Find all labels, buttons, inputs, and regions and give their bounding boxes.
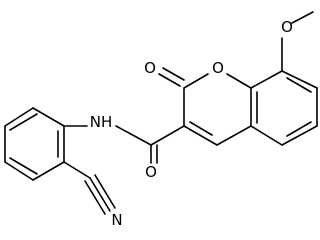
bond-line-33	[63, 161, 91, 179]
bond-line-1	[281, 70, 318, 89]
bond-line-34	[89, 177, 111, 212]
bond-layer	[4, 11, 318, 215]
bond-line-14	[189, 121, 213, 136]
methoxy-oxygen-label: O	[281, 18, 293, 36]
bond-line-27	[4, 161, 34, 181]
amide-oxygen-label: O	[145, 163, 157, 181]
bond-line-7	[286, 121, 312, 137]
amide-nitrogen-label: NH	[90, 113, 113, 131]
bond-line-28	[32, 161, 65, 181]
bond-line-3	[281, 125, 318, 146]
nitrile-nitrogen-label: N	[111, 211, 122, 229]
bond-line-0	[250, 70, 283, 89]
atom-label-layer: O O O O NH N	[90, 18, 293, 229]
bond-line-36	[94, 174, 116, 209]
molecule-structure-diagram: O O O O NH N	[4, 11, 318, 229]
bond-line-24	[32, 107, 65, 127]
bond-line-25	[4, 107, 34, 127]
bond-line-15	[158, 73, 181, 87]
bond-line-31	[9, 157, 38, 175]
ring-oxygen-label: O	[212, 59, 224, 77]
bond-line-35	[84, 180, 106, 215]
bond-line-30	[9, 113, 38, 131]
bond-line-4	[250, 125, 283, 146]
carbonyl-oxygen-label: O	[144, 59, 156, 77]
bond-line-18	[291, 11, 314, 24]
bond-line-22	[115, 125, 152, 146]
bond-line-12	[183, 125, 218, 146]
bond-line-16	[162, 67, 185, 81]
bond-line-9	[226, 73, 252, 89]
bond-line-10	[183, 73, 209, 89]
bond-line-13	[216, 125, 252, 146]
bond-line-19	[150, 125, 185, 146]
bond-line-6	[286, 77, 312, 93]
